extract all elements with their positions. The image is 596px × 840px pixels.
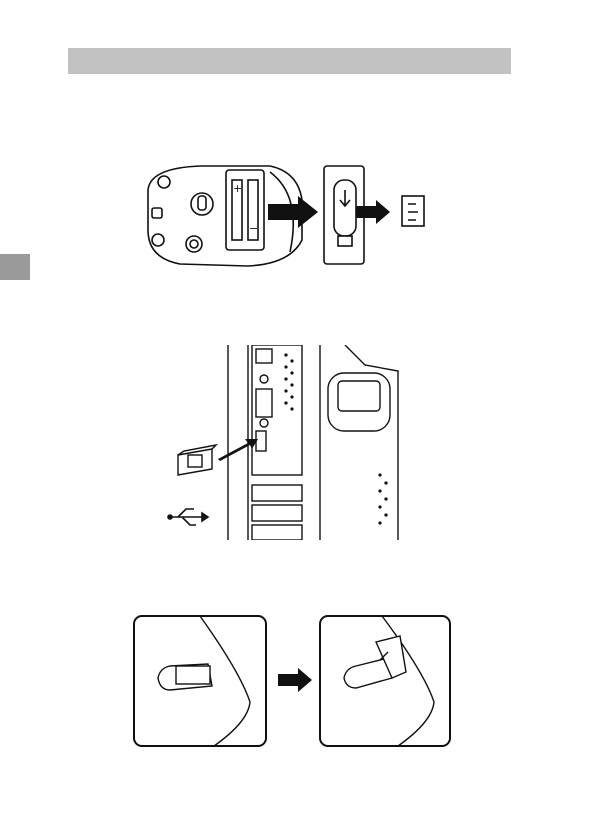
battery-plus-mark: + [233, 182, 242, 195]
receiver-storage-illustration [130, 612, 460, 752]
chapter-side-tab [0, 254, 30, 280]
battery-install-illustration: + − [140, 160, 440, 270]
section-header-bar [68, 48, 511, 74]
battery-minus-mark: − [249, 222, 258, 235]
usb-connection-illustration [160, 345, 400, 540]
page-footer-marks [0, 836, 160, 840]
usb-symbol-icon [168, 509, 208, 525]
